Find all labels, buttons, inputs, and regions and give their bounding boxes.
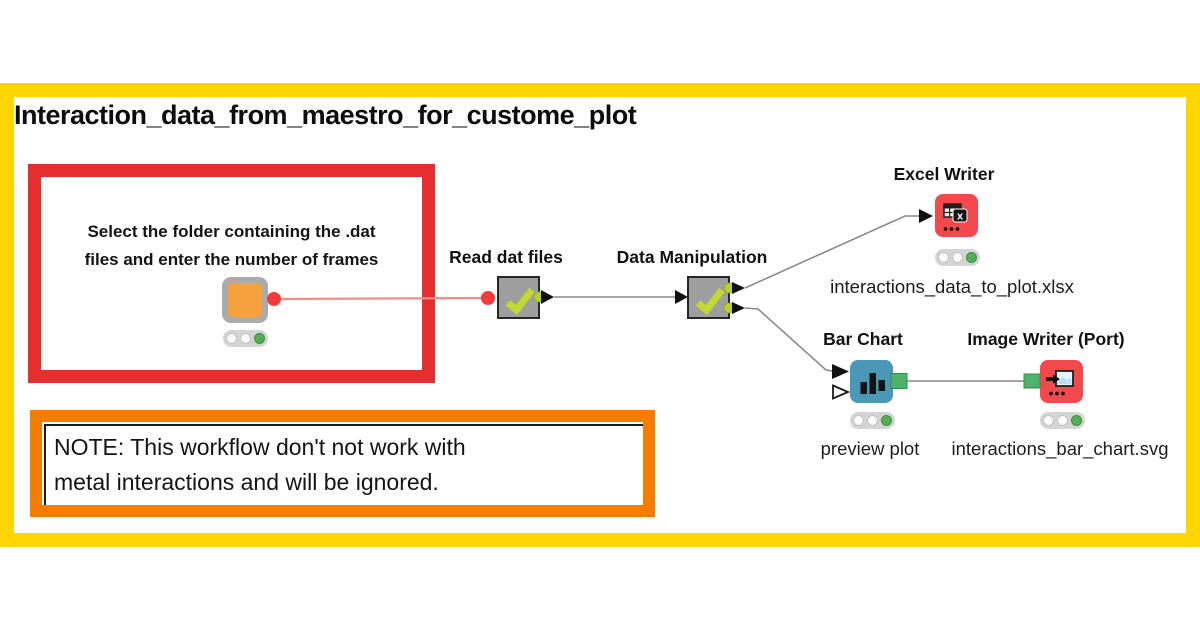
status-yellow-off [866,414,879,427]
note-line-2: metal interactions and will be ignored. [54,469,439,495]
excel-table-icon: x [943,203,968,231]
folder-component-node[interactable] [222,277,268,323]
note-annotation[interactable]: NOTE: This workflow don't not work with … [30,410,655,517]
bar-chart-traffic-light [850,412,895,429]
read-dat-files-label: Read dat files [449,247,563,267]
status-green-on [965,251,978,264]
note-line-1: NOTE: This workflow don't not work with [54,434,466,460]
image-writer-filename: interactions_bar_chart.svg [951,438,1169,459]
excel-writer-traffic-light [935,249,980,266]
read-dat-files-node[interactable] [497,276,540,319]
status-red-off [1042,414,1055,427]
component-icon [228,283,262,317]
status-yellow-off [1056,414,1069,427]
checkmark-icon [505,287,535,315]
workflow-title: Interaction_data_from_maestro_for_custom… [14,100,637,130]
folder-component-traffic-light [223,330,268,347]
data-manipulation-label: Data Manipulation [616,247,768,267]
excel-writer-label: Excel Writer [893,164,995,184]
instruction-text: Select the folder containing the .dat fi… [41,218,422,274]
status-yellow-off [239,332,252,345]
bar-chart-sublabel: preview plot [820,438,920,459]
excel-x-glyph: x [957,211,964,223]
status-red-off [937,251,950,264]
excel-writer-node[interactable]: x [935,194,978,237]
image-writer-label: Image Writer (Port) [967,329,1125,349]
image-writer-node[interactable] [1040,360,1083,403]
status-green-on [1070,414,1083,427]
checkmark-icon [695,287,725,315]
instruction-line-1: Select the folder containing the .dat [87,222,376,241]
image-writer-icon [1046,370,1074,396]
data-manipulation-node[interactable] [687,276,730,319]
excel-writer-filename: interactions_data_to_plot.xlsx [830,276,1074,297]
bar-chart-label: Bar Chart [823,329,903,349]
bar-chart-node[interactable] [850,360,893,403]
status-green-on [253,332,266,345]
status-green-on [880,414,893,427]
status-red-off [852,414,865,427]
note-text-box: NOTE: This workflow don't not work with … [44,424,643,505]
bar-chart-icon [860,373,885,394]
instruction-line-2: files and enter the number of frames [84,250,379,269]
image-writer-traffic-light [1040,412,1085,429]
status-red-off [225,332,238,345]
status-yellow-off [951,251,964,264]
note-text: NOTE: This workflow don't not work with … [54,430,643,500]
instruction-annotation[interactable]: Select the folder containing the .dat fi… [28,164,435,383]
